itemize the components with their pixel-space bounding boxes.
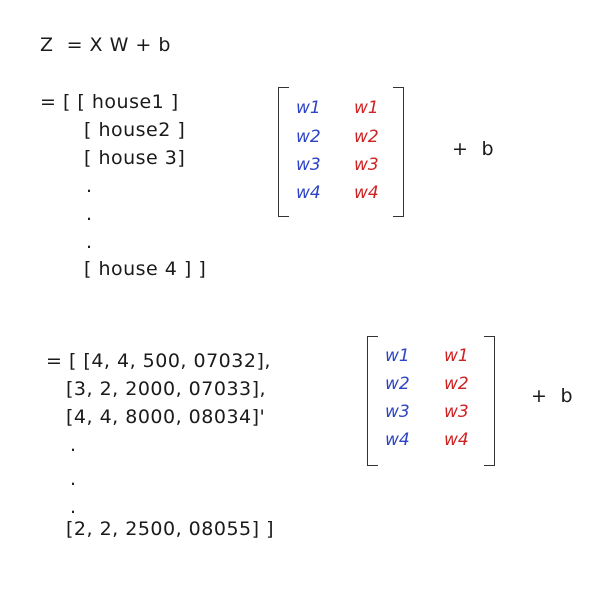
weight-cell: w4 bbox=[296, 183, 321, 203]
weight-cell: w3 bbox=[385, 402, 410, 422]
block1-ellipsis-dot: . bbox=[86, 175, 93, 197]
block2-ellipsis-dot: . bbox=[70, 496, 77, 518]
matrix-left-bracket bbox=[367, 336, 378, 466]
weight-cell: w3 bbox=[444, 402, 469, 422]
block2-plus-bias: + b bbox=[531, 385, 574, 407]
matrix-right-bracket bbox=[393, 87, 404, 217]
block1-ellipsis-dot: . bbox=[86, 231, 93, 253]
weight-cell: w2 bbox=[385, 374, 410, 394]
weight-cell: w4 bbox=[444, 430, 469, 450]
block1-row: [ house 4 ] ] bbox=[84, 258, 207, 280]
block2-ellipsis-dot: . bbox=[70, 468, 77, 490]
weight-cell: w4 bbox=[385, 430, 410, 450]
weight-cell: w1 bbox=[385, 346, 410, 366]
block2-ellipsis-dot: . bbox=[70, 434, 77, 456]
block1-row: [ house 3] bbox=[84, 147, 186, 169]
block1-row: [ house2 ] bbox=[84, 119, 186, 141]
matrix-right-bracket bbox=[484, 336, 495, 466]
equation-title: Z = X W + b bbox=[40, 34, 171, 56]
block2-row: [2, 2, 2500, 08055] ] bbox=[66, 518, 274, 540]
weight-cell: w3 bbox=[354, 155, 379, 175]
weight-cell: w2 bbox=[444, 374, 469, 394]
block2-row: [3, 2, 2000, 07033], bbox=[66, 378, 267, 400]
weight-cell: w3 bbox=[296, 155, 321, 175]
block1-row: = [ [ house1 ] bbox=[40, 91, 179, 113]
block1-plus-bias: + b bbox=[452, 138, 495, 160]
block2-row: [4, 4, 8000, 08034]' bbox=[66, 406, 266, 428]
weight-cell: w2 bbox=[354, 127, 379, 147]
weight-cell: w1 bbox=[354, 98, 379, 118]
weight-cell: w1 bbox=[296, 98, 321, 118]
weight-cell: w2 bbox=[296, 127, 321, 147]
matrix-left-bracket bbox=[278, 87, 289, 217]
block2-row: = [ [4, 4, 500, 07032], bbox=[46, 350, 271, 372]
weight-cell: w4 bbox=[354, 183, 379, 203]
block1-ellipsis-dot: . bbox=[86, 203, 93, 225]
weight-cell: w1 bbox=[444, 346, 469, 366]
